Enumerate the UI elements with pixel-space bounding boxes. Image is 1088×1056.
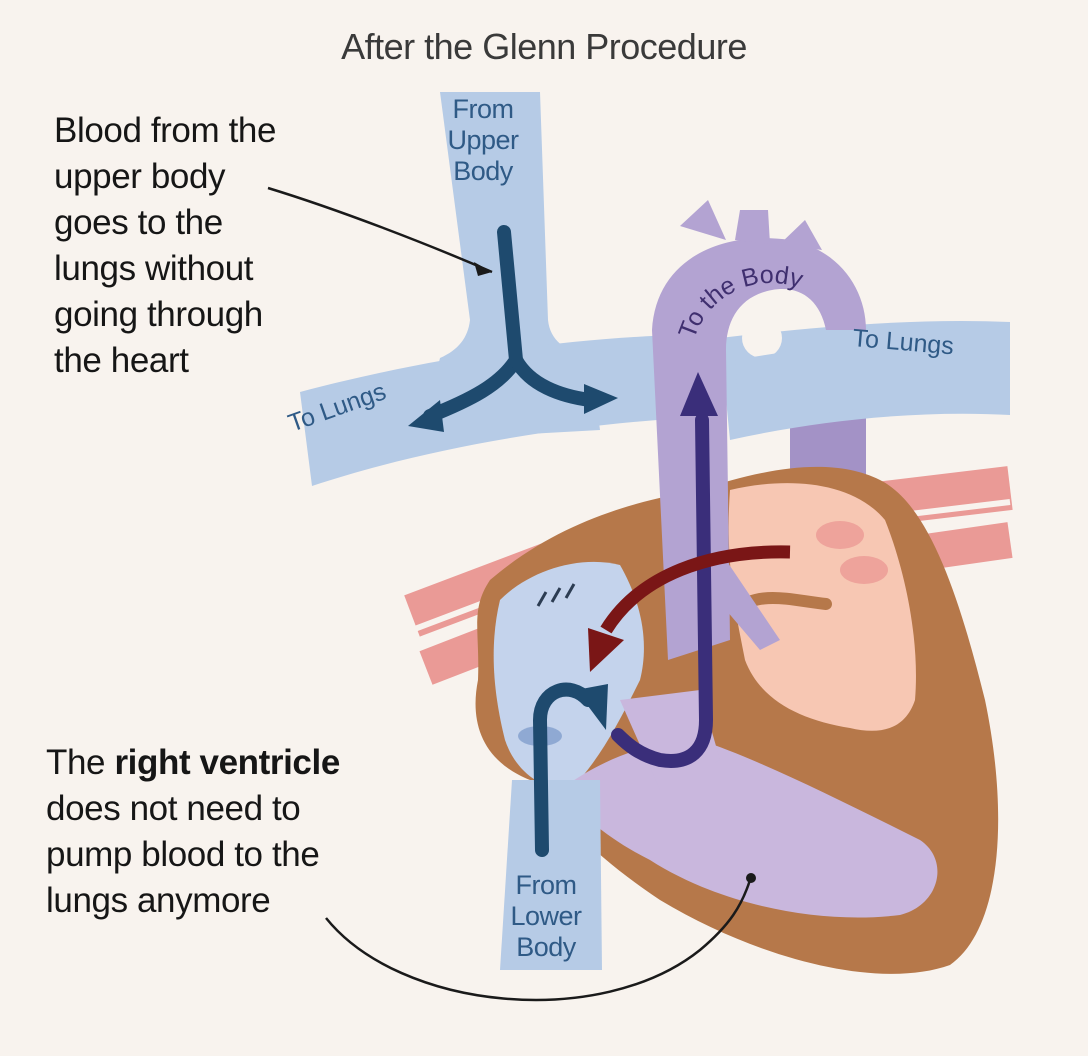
pulmonary-artery-right-front — [735, 337, 1010, 428]
label-line: Lower — [510, 901, 582, 931]
top-callout-leader — [267, 186, 493, 274]
callout-prefix: The — [46, 743, 115, 782]
pulmonary-vein-flow-arrow — [588, 545, 791, 672]
aorta-flow-arrow — [611, 372, 718, 768]
inferior-vena-cava — [500, 780, 602, 970]
right-ventricle-callout: The right ventricle does not need to pum… — [46, 740, 406, 924]
callout-line: does not need to — [46, 789, 301, 828]
callout-line: pump blood to the — [46, 835, 320, 874]
label-from-upper-body: From Upper Body — [423, 94, 543, 187]
right-ventricle-marker — [746, 873, 756, 883]
label-line: From — [515, 870, 578, 900]
bottom-callout-leader — [325, 879, 752, 1002]
upper-body-flow-arrow — [423, 225, 597, 423]
pulmonary-artery-left — [300, 335, 688, 486]
top-callout-arrowhead — [474, 262, 492, 276]
diagram-title: After the Glenn Procedure — [341, 26, 747, 67]
callout-line: going through — [54, 295, 263, 334]
upper-body-callout: Blood from the upper body goes to the lu… — [54, 108, 374, 384]
arrowhead-to-right-lung — [584, 384, 618, 414]
lower-body-flow-arrow — [532, 682, 608, 857]
callout-line: lungs without — [54, 249, 254, 288]
callout-line: upper body — [54, 157, 226, 196]
arrowhead-to-left-lung — [408, 400, 444, 432]
callout-bold-term: right ventricle — [114, 743, 340, 782]
label-line: Body — [516, 932, 576, 962]
heart — [475, 466, 999, 974]
label-line: From — [452, 94, 515, 124]
callout-line: goes to the — [54, 203, 223, 242]
label-line: Body — [453, 156, 513, 186]
callout-line: the heart — [54, 341, 189, 380]
label-line: Upper — [447, 125, 519, 155]
callout-line: The right ventricle — [46, 740, 406, 786]
callout-line: Blood from the — [54, 111, 277, 150]
label-from-lower-body: From Lower Body — [486, 870, 606, 963]
callout-line: lungs anymore — [46, 881, 271, 920]
